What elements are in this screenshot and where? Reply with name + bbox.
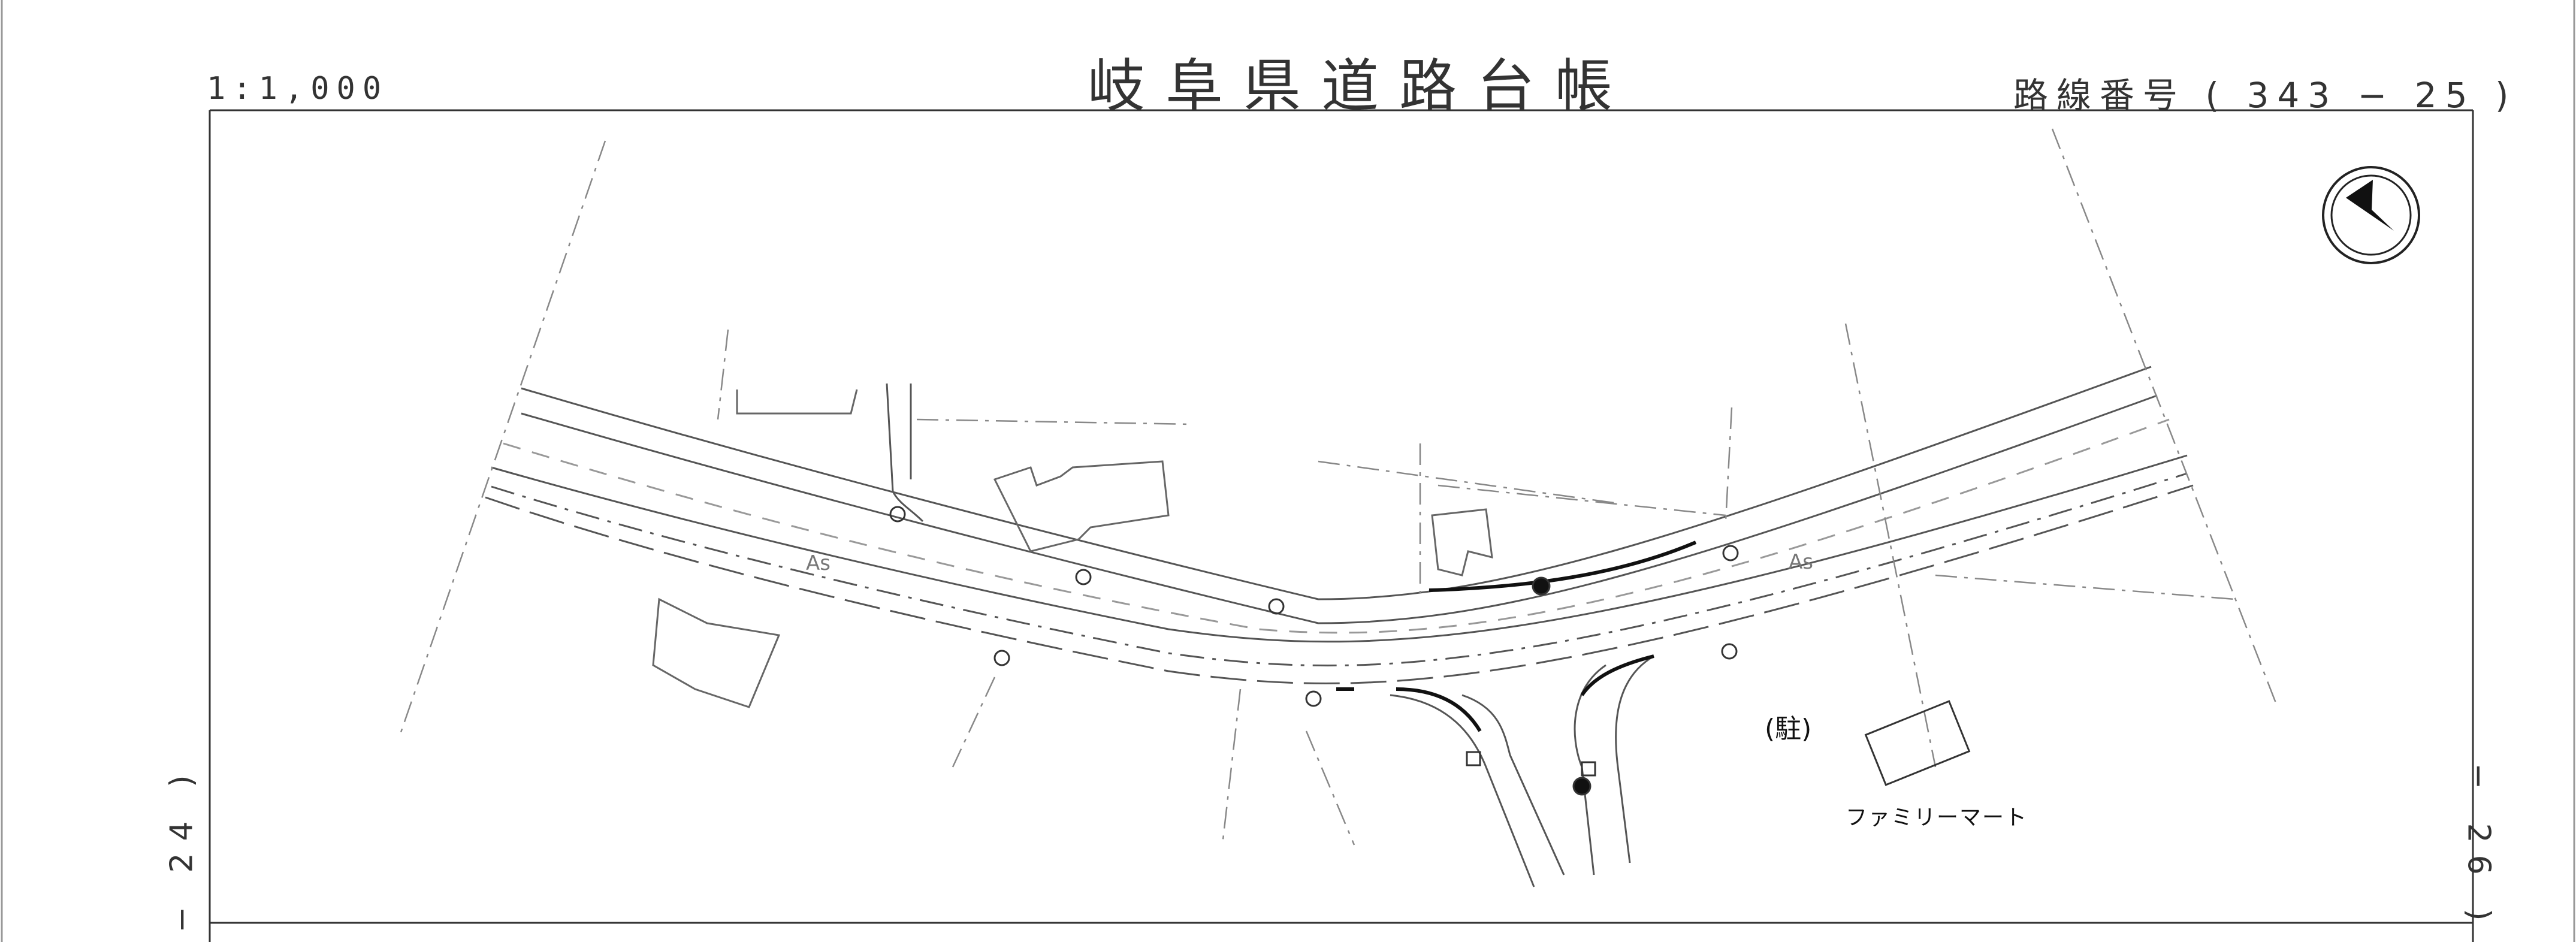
store-label: ファミリーマート [1846,805,2028,830]
surface-label: As [1789,550,1813,574]
page-title: 岐阜県道路台帳 [1088,53,1633,120]
curb-marks [1336,541,1697,732]
side-road-south [1390,655,1654,887]
map-frame [209,109,2474,942]
scale-label: 1:1,000 [207,71,389,107]
north-arrow-icon [2322,166,2420,264]
buildings [652,389,1493,708]
route-number: 路線番号 ( 343 − 25 ) [2013,75,2517,116]
utility-markers [889,506,1971,796]
main-road [485,366,2194,684]
surface-label: As [806,551,831,575]
side-road-north [886,383,924,523]
parking-label: (駐) [1765,714,1812,744]
property-lines [399,128,2278,846]
